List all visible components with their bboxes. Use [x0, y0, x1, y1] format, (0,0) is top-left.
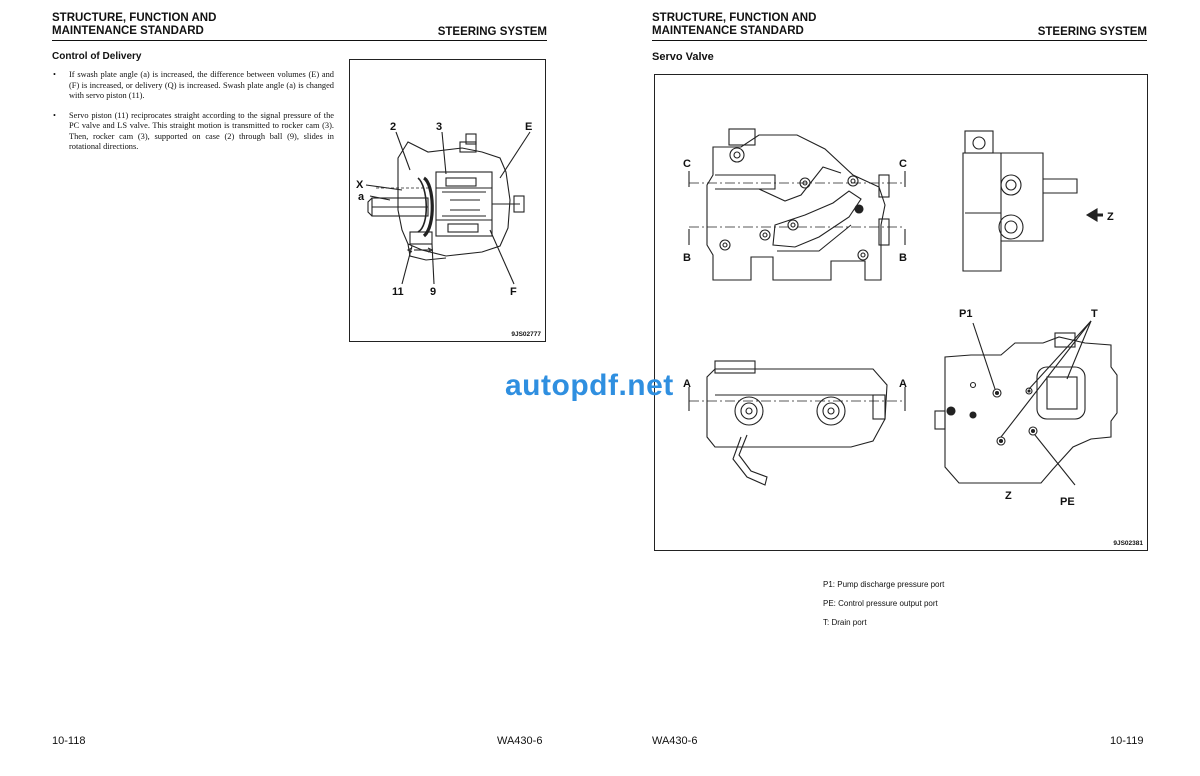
section-title: Control of Delivery — [52, 51, 142, 62]
figure-label: X — [356, 179, 364, 191]
figure-label: B — [683, 252, 691, 264]
legend-item: T: Drain port — [823, 618, 867, 627]
servo-valve-figure: C C B B Z A A P1 T Z PE 9JS02381 — [654, 74, 1148, 551]
footer-page-number: 10-119 — [1110, 735, 1144, 747]
figure-label: Z — [1005, 490, 1012, 502]
header-title: STRUCTURE, FUNCTION AND MAINTENANCE STAN… — [52, 12, 216, 38]
pump-cutaway-figure: 2 3 E X a 11 9 F 9JS02777 — [349, 59, 546, 342]
header-section: STEERING SYSTEM — [437, 26, 547, 38]
figure-label: P1 — [959, 308, 972, 320]
header-title: STRUCTURE, FUNCTION AND MAINTENANCE STAN… — [652, 12, 816, 38]
bullet-text: Servo piston (11) reciprocates straight … — [69, 110, 334, 152]
legend-item: PE: Control pressure output port — [823, 599, 938, 608]
figure-label: 2 — [390, 121, 396, 133]
figure-label: A — [683, 378, 691, 390]
page-header: STRUCTURE, FUNCTION AND MAINTENANCE STAN… — [52, 12, 547, 41]
figure-label: C — [683, 158, 691, 170]
servo-valve-drawing: C C B B Z A A P1 T Z PE — [683, 128, 1118, 508]
figure-label: F — [510, 286, 517, 298]
page-header: STRUCTURE, FUNCTION AND MAINTENANCE STAN… — [652, 12, 1147, 41]
figure-label: B — [899, 252, 907, 264]
header-section: STEERING SYSTEM — [1037, 26, 1147, 38]
figure-label: Z — [1107, 211, 1114, 223]
figure-label: PE — [1060, 496, 1075, 508]
header-title-line1: STRUCTURE, FUNCTION AND — [652, 12, 817, 24]
figure-label: A — [899, 378, 907, 390]
figure-id: 9JS02381 — [1113, 540, 1143, 547]
port-legend: P1: Pump discharge pressure port PE: Con… — [823, 575, 944, 632]
list-item: • Servo piston (11) reciprocates straigh… — [52, 111, 334, 153]
figure-label: C — [899, 158, 907, 170]
figure-label: E — [525, 121, 532, 133]
watermark: autopdf.net — [505, 369, 674, 402]
bullet-list: • If swash plate angle (a) is increased,… — [52, 70, 334, 162]
figure-label: 9 — [430, 286, 436, 298]
left-page: STRUCTURE, FUNCTION AND MAINTENANCE STAN… — [52, 12, 547, 747]
right-page: STRUCTURE, FUNCTION AND MAINTENANCE STAN… — [600, 0, 1200, 776]
figure-label: T — [1091, 308, 1098, 320]
bullet-marker: • — [53, 110, 56, 120]
list-item: • If swash plate angle (a) is increased,… — [52, 70, 334, 102]
figure-label: 3 — [436, 121, 442, 133]
legend-item: P1: Pump discharge pressure port — [823, 580, 945, 589]
header-title-line1: STRUCTURE, FUNCTION AND — [52, 12, 217, 24]
footer-page-number: 10-118 — [52, 735, 86, 747]
bullet-text: If swash plate angle (a) is increased, t… — [69, 70, 334, 100]
bullet-marker: • — [53, 70, 56, 79]
footer-model: WA430-6 — [652, 735, 698, 747]
header-title-line2: MAINTENANCE STANDARD — [652, 25, 804, 37]
figure-id: 9JS02777 — [511, 331, 541, 338]
pump-cutaway-drawing: 2 3 E X a 11 9 F — [356, 121, 532, 298]
header-title-line2: MAINTENANCE STANDARD — [52, 25, 204, 37]
figure-label: a — [358, 191, 365, 203]
section-title: Servo Valve — [652, 51, 714, 63]
footer-model: WA430-6 — [497, 735, 543, 747]
figure-label: 11 — [392, 286, 404, 298]
